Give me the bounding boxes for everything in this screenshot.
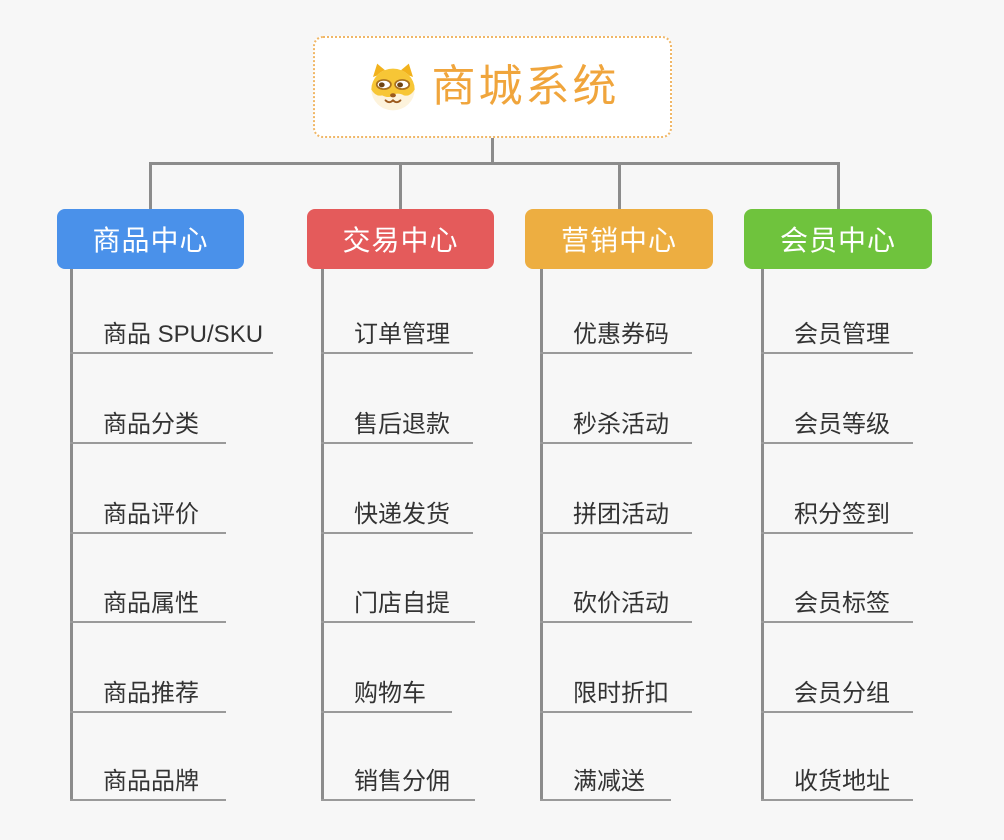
child-node[interactable]: 商品属性 [70,583,226,623]
child-node[interactable]: 砍价活动 [540,583,692,623]
connector-drop-trade-center [399,162,402,209]
child-node[interactable]: 收货地址 [761,761,913,801]
branch-node-marketing-center[interactable]: 营销中心 [525,209,713,269]
child-node[interactable]: 销售分佣 [321,761,475,801]
child-node[interactable]: 购物车 [321,673,452,713]
connector-drop-marketing-center [618,162,621,209]
child-node[interactable]: 限时折扣 [540,673,692,713]
connector-horizontal [149,162,840,165]
child-node[interactable]: 商品 SPU/SKU [70,314,273,354]
branch-node-product-center[interactable]: 商品中心 [57,209,244,269]
connector-root-vertical [491,138,494,165]
child-node[interactable]: 满减送 [540,761,671,801]
child-node[interactable]: 商品评价 [70,494,226,534]
child-node[interactable]: 会员等级 [761,404,913,444]
child-node[interactable]: 积分签到 [761,494,913,534]
child-node[interactable]: 商品品牌 [70,761,226,801]
connector-stem-marketing-center [540,269,543,801]
child-node[interactable]: 拼团活动 [540,494,692,534]
child-node[interactable]: 优惠券码 [540,314,692,354]
connector-stem-product-center [70,269,73,801]
child-node[interactable]: 售后退款 [321,404,473,444]
branch-node-trade-center[interactable]: 交易中心 [307,209,494,269]
child-node[interactable]: 快递发货 [321,494,473,534]
connector-drop-product-center [149,162,152,209]
branch-node-member-center[interactable]: 会员中心 [744,209,932,269]
connector-stem-trade-center [321,269,324,801]
child-node[interactable]: 会员标签 [761,583,913,623]
child-node[interactable]: 秒杀活动 [540,404,692,444]
child-node[interactable]: 订单管理 [321,314,473,354]
child-node[interactable]: 门店自提 [321,583,475,623]
shiba-dog-icon [366,62,420,112]
child-node[interactable]: 商品分类 [70,404,226,444]
root-node-mall-system[interactable]: 商城系统 [313,36,672,138]
connector-stem-member-center [761,269,764,801]
child-node[interactable]: 会员分组 [761,673,913,713]
child-node[interactable]: 商品推荐 [70,673,226,713]
root-node-label: 商城系统 [431,62,620,111]
connector-drop-member-center [837,162,840,209]
child-node[interactable]: 会员管理 [761,314,913,354]
